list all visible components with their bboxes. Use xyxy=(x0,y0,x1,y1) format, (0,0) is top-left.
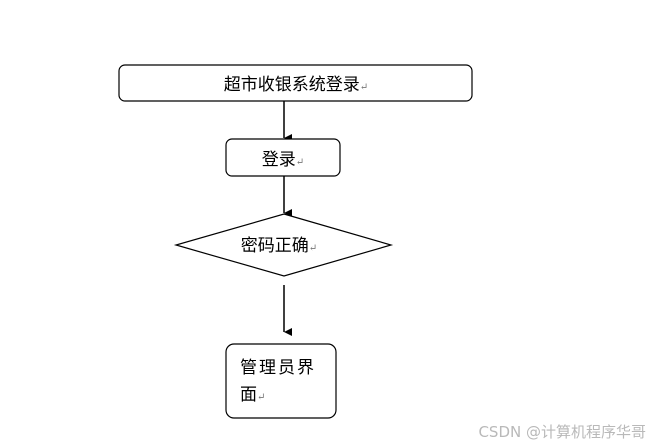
paragraph-mark: ↵ xyxy=(360,82,368,93)
login-node-box xyxy=(225,138,341,177)
admin-interface-node-box xyxy=(225,343,337,419)
paragraph-mark: ↵ xyxy=(257,392,265,403)
admin-interface-label-line2: 面↵ xyxy=(240,385,265,405)
start-node-box xyxy=(118,64,473,102)
login-node-label: 登录↵ xyxy=(262,150,304,170)
watermark: CSDN @计算机程序华哥 xyxy=(478,423,646,441)
admin-interface-label-line1: 管理员界 xyxy=(240,358,316,378)
start-node-label: 超市收银系统登录↵ xyxy=(224,75,368,95)
paragraph-mark: ↵ xyxy=(296,157,304,168)
paragraph-mark: ↵ xyxy=(309,243,317,254)
password-check-diamond xyxy=(173,213,394,277)
password-check-label: 密码正确↵ xyxy=(241,236,317,256)
